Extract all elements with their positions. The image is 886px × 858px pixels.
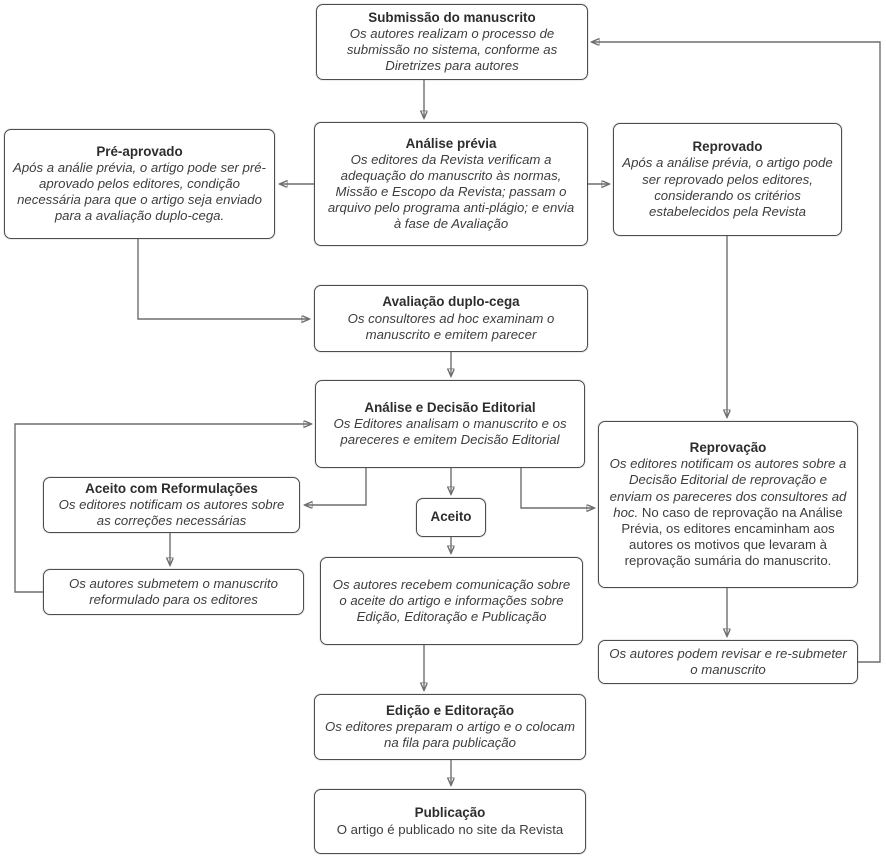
node-aceito: Aceito: [416, 498, 486, 537]
node-body: Os editores da Revista verificam a adequ…: [327, 151, 575, 232]
node-reprovado: Reprovado Após a análise prévia, o artig…: [613, 123, 842, 236]
node-body: Os autores podem revisar e re-submeter o…: [609, 645, 847, 677]
node-title: Análise e Decisão Editorial: [364, 399, 536, 415]
node-edicao-editoracao: Edição e Editoração Os editores preparam…: [314, 694, 586, 760]
arrow-analise-decisao-to-reprovacao: [520, 468, 594, 508]
node-revisar-resubmeter: Os autores podem revisar e re-submeter o…: [598, 640, 858, 684]
node-submetem-reformulado: Os autores submetem o manuscrito reformu…: [43, 569, 304, 615]
node-recebem-comunicacao: Os autores recebem comunicação sobre o a…: [320, 557, 583, 645]
node-submissao-manuscrito: Submissão do manuscrito Os autores reali…: [316, 4, 588, 80]
node-body: Os autores submetem o manuscrito reformu…: [69, 575, 278, 607]
arrow-pre-aprovado-to-avaliacao: [137, 239, 309, 319]
node-body: Após a análie prévia, o artigo pode ser …: [13, 159, 266, 224]
node-body-plain-part: No caso de reprovação na Análise Prévia,…: [621, 504, 843, 568]
node-title: Pré-aprovado: [96, 143, 183, 159]
node-body: Após a análise prévia, o artigo pode ser…: [622, 155, 833, 219]
node-analise-decisao-editorial: Análise e Decisão Editorial Os Editores …: [315, 380, 585, 468]
node-title: Reprovação: [689, 440, 767, 455]
node-body: Os Editores analisam o manuscrito e os p…: [333, 416, 567, 448]
node-body: Os autores realizam o processo de submis…: [346, 26, 558, 74]
node-aceito-com-reformulacoes: Aceito com Reformulações Os editores not…: [43, 477, 300, 533]
node-pre-aprovado: Pré-aprovado Após a análie prévia, o art…: [4, 129, 275, 239]
node-title: Submissão do manuscrito: [368, 9, 536, 25]
arrow-analise-decisao-to-aceito-reformulacoes: [305, 468, 367, 505]
node-body: O artigo é publicado no site da Revista: [336, 821, 564, 837]
node-body: Os consultores ad hoc examinam o manuscr…: [347, 310, 555, 342]
node-body: Os editores preparam o artigo e o coloca…: [325, 719, 575, 751]
node-body: Os autores recebem comunicação sobre o a…: [332, 576, 571, 625]
node-publicacao: Publicação O artigo é publicado no site …: [314, 789, 586, 854]
node-title: Avaliação duplo-cega: [382, 294, 520, 310]
node-title: Edição e Editoração: [386, 702, 514, 718]
node-body-italic-part: Os editores notificam os autores sobre a…: [609, 456, 847, 520]
node-title: Aceito com Reformulações: [85, 480, 258, 496]
node-title: Aceito: [430, 509, 472, 525]
node-title: Publicação: [414, 805, 486, 821]
node-body: Os editores notificam os autores sobre a…: [607, 456, 849, 569]
node-avaliacao-duplo-cega: Avaliação duplo-cega Os consultores ad h…: [314, 285, 588, 352]
node-title: Reprovado: [692, 139, 763, 155]
node-analise-previa: Análise prévia Os editores da Revista ve…: [314, 122, 588, 246]
node-reprovacao: Reprovação Os editores notificam os auto…: [598, 421, 858, 588]
node-body: Os editores notificam os autores sobre a…: [58, 497, 285, 529]
node-title: Análise prévia: [405, 135, 497, 151]
